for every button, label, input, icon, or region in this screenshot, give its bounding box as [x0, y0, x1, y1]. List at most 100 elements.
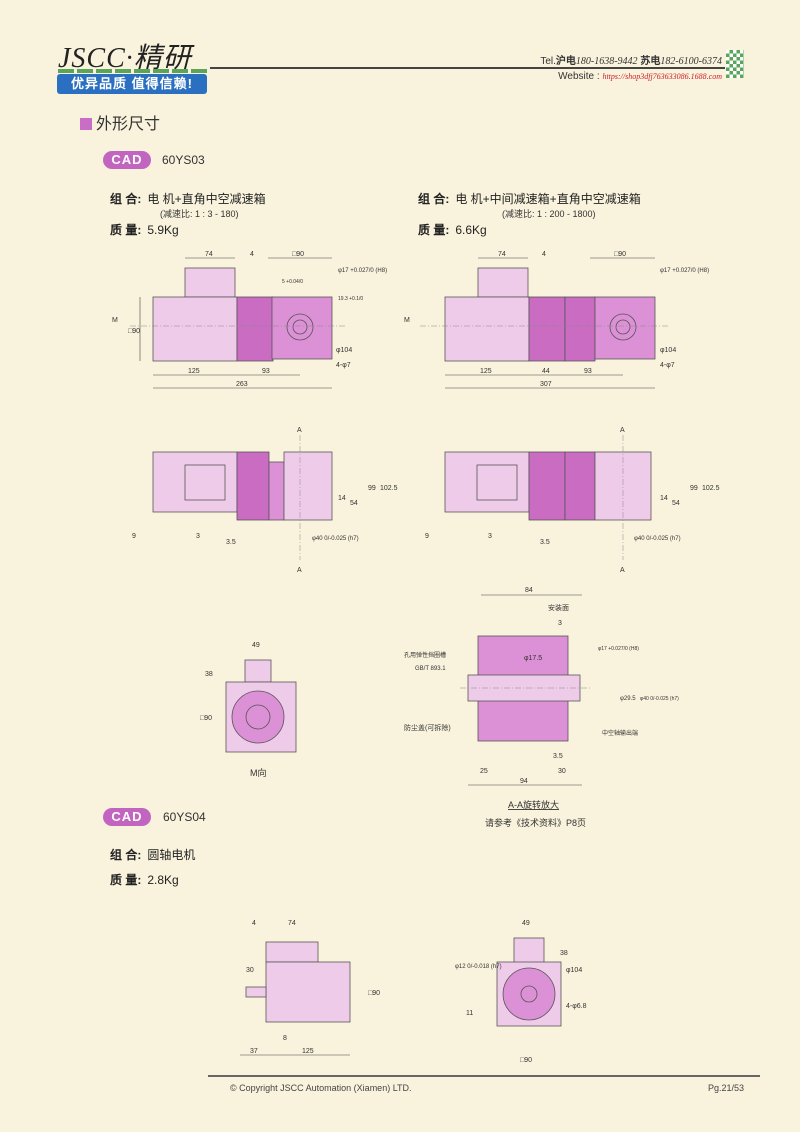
cad-badge[interactable]: CAD: [103, 808, 151, 826]
dim-label: M: [112, 317, 118, 324]
dim-label: 4: [252, 920, 256, 927]
annotation: 安装面: [548, 603, 569, 612]
drawing-section-aa: 84 安装面 3 φ17.5 φ17 +0.027/0 (H8) φ29.5 φ…: [404, 587, 679, 828]
dim-label: 9: [132, 533, 136, 540]
weight-label: 质 量:: [110, 223, 142, 237]
combo-line: 组 合: 电 机+中间减速箱+直角中空减速箱: [418, 190, 641, 207]
view-label: M向: [250, 767, 267, 778]
dim-label: 74: [205, 251, 213, 258]
dim-label: φ17 +0.027/0 (H8): [338, 268, 387, 274]
dim-label: 8: [283, 1035, 287, 1042]
dim-label: 3.5: [553, 753, 563, 760]
dim-label: φ29.5: [620, 696, 636, 702]
page-number: Pg.21/53: [708, 1083, 745, 1093]
tel-sh: 180-1638-9442: [575, 56, 638, 67]
weight-line: 质 量:5.9Kg: [110, 221, 179, 238]
drawing-60ys04-front: 49 38 φ12 0/-0.018 (h7) φ104 11 4-φ6.8 □…: [455, 920, 587, 1064]
combo-value: 电 机+直角中空减速箱: [147, 192, 266, 206]
dim-label: 125: [188, 368, 200, 375]
brand-logo: JSCC·精研: [58, 43, 192, 74]
ratio: (减速比: 1 : 3 - 180): [160, 209, 239, 219]
dim-label: 11: [466, 1010, 473, 1017]
annotation: 中空轴输出端: [602, 729, 638, 737]
section-heading: 外形尺寸: [80, 110, 160, 134]
dim-label: □90: [614, 251, 626, 258]
dim-label: φ17 +0.027/0 (H8): [598, 646, 639, 652]
logo-underline: [58, 69, 208, 73]
dim-label: 37: [250, 1048, 258, 1055]
combo-label: 组 合:: [110, 848, 142, 862]
dim-label: 94: [520, 778, 528, 785]
annotation: GB/T 893.1: [415, 666, 446, 672]
brand-slogan: 优异品质 值得信赖!: [57, 74, 207, 94]
dim-label: 263: [236, 381, 248, 388]
dim-label: 49: [252, 642, 260, 649]
dim-label: 307: [540, 381, 552, 388]
tel-su-label: 苏电: [640, 56, 661, 67]
dim-label: 4-φ7: [336, 362, 351, 369]
dim-label: φ17 +0.027/0 (H8): [660, 268, 709, 274]
dim-label: 4-φ7: [660, 362, 675, 369]
dim-label: □90: [520, 1057, 532, 1064]
dim-label: □90: [292, 251, 304, 258]
dim-label: □90: [128, 328, 140, 335]
dim-label: 4-φ6.8: [566, 1003, 587, 1010]
dim-label: 54: [672, 500, 680, 507]
dim-label: 30: [558, 768, 566, 775]
dim-label: 54: [350, 500, 358, 507]
combo-label: 组 合:: [418, 192, 450, 206]
dim-label: φ12 0/-0.018 (h7): [455, 964, 502, 970]
dim-label: 3: [488, 533, 492, 540]
checker-decoration: [726, 50, 744, 78]
header-divider: [210, 67, 725, 69]
weight-label: 质 量:: [418, 223, 450, 237]
dim-label: 84: [525, 587, 533, 594]
dim-label: 3: [558, 620, 562, 627]
footer-divider: [208, 1075, 760, 1077]
dim-label: A: [620, 567, 625, 574]
drawing-m-view: 49 38 □90 M向: [200, 642, 297, 778]
model-name: 60YS04: [163, 810, 206, 824]
combo-line: 组 合: 电 机+直角中空减速箱: [110, 190, 266, 207]
dim-label: 74: [288, 920, 296, 927]
cad-badge[interactable]: CAD: [103, 151, 151, 169]
weight-label: 质 量:: [110, 873, 142, 887]
dim-label: 93: [262, 368, 270, 375]
drawing-side-60ys03: A A 14 54 99 102.5 9 3 3.5 φ40 0/-0.025 …: [132, 427, 398, 574]
drawing-60ys04-side: 4 74 30 □90 8 37 125: [240, 920, 380, 1056]
combo-label: 组 合:: [110, 192, 142, 206]
dim-label: M: [404, 317, 410, 324]
dim-label: 102.5: [380, 485, 398, 492]
combo-line: 组 合: 圆轴电机: [110, 846, 195, 863]
annotation: 防尘盖(可拆除): [404, 723, 451, 732]
dim-label: φ104: [660, 347, 676, 354]
dim-label: 9: [425, 533, 429, 540]
tel-label: Tel.: [540, 56, 556, 67]
dim-label: A: [297, 427, 302, 434]
section-title: 外形尺寸: [96, 116, 161, 133]
website-link[interactable]: https://shop3dfj763633086.1688.com: [602, 72, 722, 81]
section-view-title: A-A旋转放大: [508, 799, 559, 810]
dim-label: 38: [205, 671, 213, 678]
drawing-top-60ys03-intermediate: 74 4 □90 φ17 +0.027/0 (H8) φ104 4-φ7 125…: [404, 251, 709, 389]
combo-value: 电 机+中间减速箱+直角中空减速箱: [455, 192, 641, 206]
drawing-side-60ys03-intermediate: A A 14 54 99 102.5 9 3 3.5 φ40 0/-0.025 …: [425, 427, 720, 574]
dim-label: 19.3 +0.1/0: [338, 296, 363, 302]
dim-label: φ40 0/-0.025 (h7): [634, 536, 681, 542]
tel-sh-label: 沪电: [555, 56, 576, 67]
dim-label: φ40 0/-0.025 (h7): [640, 696, 679, 702]
dim-label: 74: [498, 251, 506, 258]
dim-label: 5 +0.04/0: [282, 279, 303, 285]
annotation: 孔用弹性挡圈槽: [404, 651, 446, 659]
combo-value: 圆轴电机: [147, 848, 196, 862]
dim-label: φ40 0/-0.025 (h7): [312, 536, 359, 542]
dim-label: 99: [368, 485, 376, 492]
dim-label: 38: [560, 950, 568, 957]
dim-label: 14: [338, 495, 346, 502]
dim-label: φ104: [566, 967, 582, 974]
dim-label: 25: [480, 768, 488, 775]
section-marker-icon: [80, 118, 92, 130]
dim-label: 44: [542, 368, 550, 375]
weight-value: 2.8Kg: [147, 873, 179, 887]
